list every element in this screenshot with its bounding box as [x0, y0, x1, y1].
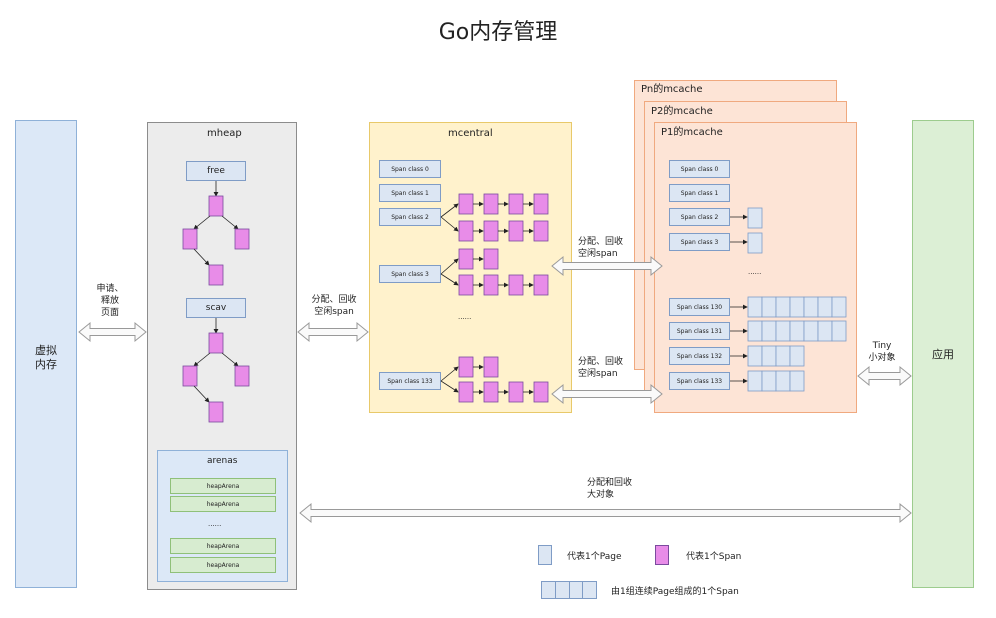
mcache-p1-title: P1的mcache [661, 127, 723, 138]
legend-span-swatch [655, 545, 669, 565]
span-class-row: Span class 132 [669, 347, 730, 365]
tiny-small-line: Tiny [872, 341, 892, 351]
apply-release-line: 释放 [100, 296, 119, 306]
bidirectional-arrow [78, 321, 147, 343]
span-class-row: Span class 1 [669, 184, 730, 202]
heap-arena: heapArena [170, 557, 276, 573]
legend-contiguous-label: 由1组连续Page组成的1个Span [611, 587, 739, 597]
apply-release-line: 申请、 [96, 284, 124, 294]
span-class-row: Span class 133 [669, 372, 730, 390]
span-class-row: Span class 3 [669, 233, 730, 251]
bidirectional-arrow [299, 502, 912, 524]
span-class-row: Span class 1 [379, 184, 441, 202]
mcentral-title: mcentral [448, 128, 493, 139]
apply-release-line: 页面 [100, 308, 119, 318]
heap-arena: heapArena [170, 478, 276, 494]
arenas-ellipsis: ...... [208, 520, 222, 528]
application-label: 应用 [932, 348, 954, 361]
tiny-small-line: 小对象 [868, 353, 896, 363]
tiny-small-label: Tiny 小对象 [862, 340, 902, 364]
legend-contiguous-swatch [541, 581, 597, 599]
span-class-row: Span class 130 [669, 298, 730, 316]
span-class-row: Span class 2 [379, 208, 441, 226]
large-objects-label: 分配和回收 大对象 [587, 477, 632, 501]
legend-page-cell [569, 581, 584, 599]
mcache-p2-title: P2的mcache [651, 106, 713, 117]
legend-page-swatch [538, 545, 552, 565]
mheap-title: mheap [207, 128, 242, 139]
legend-page-cell [541, 581, 556, 599]
span-class-row: Span class 131 [669, 322, 730, 340]
span-class-row: Span class 2 [669, 208, 730, 226]
alloc-reclaim-line: 分配、回收 [311, 295, 357, 305]
large-objects-line: 分配和回收 [587, 478, 633, 488]
alloc-reclaim-upper-label: 分配、回收 空闲span [578, 236, 623, 260]
virtual-memory-box [15, 120, 77, 588]
arenas-title: arenas [207, 456, 238, 466]
span-class-row: Span class 133 [379, 372, 441, 390]
alloc-reclaim-left-label: 分配、回收 空闲span [300, 294, 368, 318]
alloc-reclaim-line: 空闲span [314, 307, 354, 317]
bidirectional-arrow [857, 365, 912, 387]
virtual-memory-label: 虚拟内存 [35, 344, 57, 371]
scav-node: scav [186, 298, 246, 318]
alloc-reclaim-line: 空闲span [578, 249, 618, 259]
span-class-row: Span class 0 [669, 160, 730, 178]
bidirectional-arrow [297, 321, 369, 343]
alloc-reclaim-line: 空闲span [578, 369, 618, 379]
alloc-reclaim-line: 分配、回收 [578, 237, 624, 247]
legend-span-label: 代表1个Span [686, 552, 742, 562]
apply-release-label: 申请、 释放 页面 [90, 283, 130, 319]
legend-page-label: 代表1个Page [567, 552, 622, 562]
span-class-row: Span class 3 [379, 265, 441, 283]
heap-arena: heapArena [170, 496, 276, 512]
alloc-reclaim-lower-label: 分配、回收 空闲span [578, 356, 623, 380]
mcentral-ellipsis: ...... [458, 313, 472, 321]
heap-arena: heapArena [170, 538, 276, 554]
large-objects-line: 大对象 [587, 490, 615, 500]
application-box [912, 120, 974, 588]
mcache-ellipsis: ...... [748, 268, 762, 276]
alloc-reclaim-line: 分配、回收 [578, 357, 624, 367]
diagram-title: Go内存管理 [438, 20, 558, 45]
legend-page-cell [583, 581, 597, 599]
mcache-pn-title: Pn的mcache [641, 84, 703, 95]
legend-page-cell [555, 581, 570, 599]
free-node: free [186, 161, 246, 181]
span-class-row: Span class 0 [379, 160, 441, 178]
